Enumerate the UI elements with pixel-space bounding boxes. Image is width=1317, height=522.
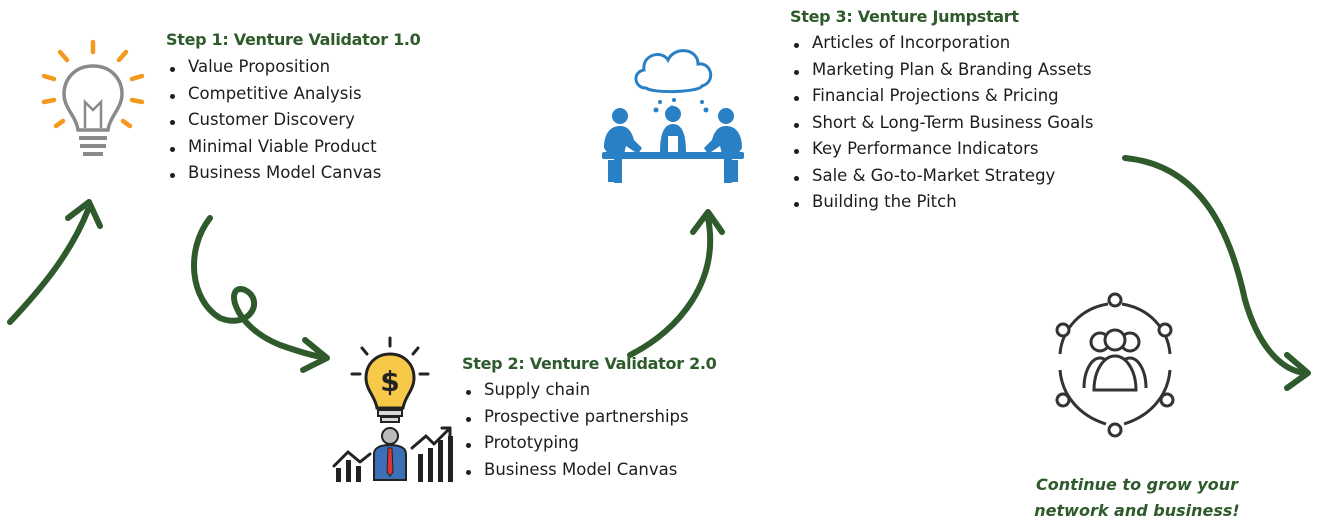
step3-item: Marketing Plan & Branding Assets [790, 57, 1093, 84]
step1-item: Minimal Viable Product [166, 134, 421, 161]
arrow-step3-to-outcome [1122, 155, 1308, 376]
step2-item: Supply chain [462, 377, 717, 404]
arrow-into-step1 [7, 207, 91, 325]
step3-item: Sale & Go-to-Market Strategy [790, 163, 1093, 190]
arrow-step1-to-step2 [191, 215, 325, 360]
step1-block: Step 1: Venture Validator 1.0 Value Prop… [166, 30, 421, 187]
step1-item: Competitive Analysis [166, 81, 421, 108]
step2-block: Step 2: Venture Validator 2.0 Supply cha… [462, 354, 717, 483]
step2-item: Prospective partnerships [462, 404, 717, 431]
closing-message: Continue to grow your network and busine… [1032, 472, 1242, 522]
step3-title: Step 3: Venture Jumpstart [790, 7, 1019, 26]
step3-item: Key Performance Indicators [790, 136, 1093, 163]
svg-text:$: $ [380, 365, 399, 398]
step1-list: Value Proposition Competitive Analysis C… [166, 54, 421, 187]
lightbulb-idea-icon [41, 39, 145, 156]
step3-item: Financial Projections & Pricing [790, 83, 1093, 110]
step1-item: Customer Discovery [166, 107, 421, 134]
arrowhead-outcome [1284, 352, 1311, 391]
closing-line-2: network and business! [1034, 501, 1240, 520]
step1-item: Value Proposition [166, 54, 421, 81]
network-people-icon [1055, 292, 1175, 438]
step2-item: Business Model Canvas [462, 457, 717, 484]
team-meeting-cloud-icon [602, 49, 744, 183]
step2-title: Step 2: Venture Validator 2.0 [462, 354, 717, 373]
arrowhead-step2 [300, 337, 330, 373]
dollar-lightbulb-growth-icon: $ [332, 336, 453, 482]
arrow-step2-to-step3 [627, 215, 714, 358]
step3-list: Articles of Incorporation Marketing Plan… [790, 30, 1093, 216]
step1-item: Business Model Canvas [166, 160, 421, 187]
step1-title: Step 1: Venture Validator 1.0 [166, 30, 421, 49]
arrowhead-step1 [65, 199, 103, 229]
step3-item: Short & Long-Term Business Goals [790, 110, 1093, 137]
step3-item: Articles of Incorporation [790, 30, 1093, 57]
step3-block: Step 3: Venture Jumpstart Articles of In… [790, 7, 1093, 216]
arrowhead-step3 [690, 209, 725, 235]
closing-line-1: Continue to grow your [1035, 475, 1239, 494]
step2-item: Prototyping [462, 430, 717, 457]
step2-list: Supply chain Prospective partnerships Pr… [462, 377, 717, 483]
step3-item: Building the Pitch [790, 189, 1093, 216]
